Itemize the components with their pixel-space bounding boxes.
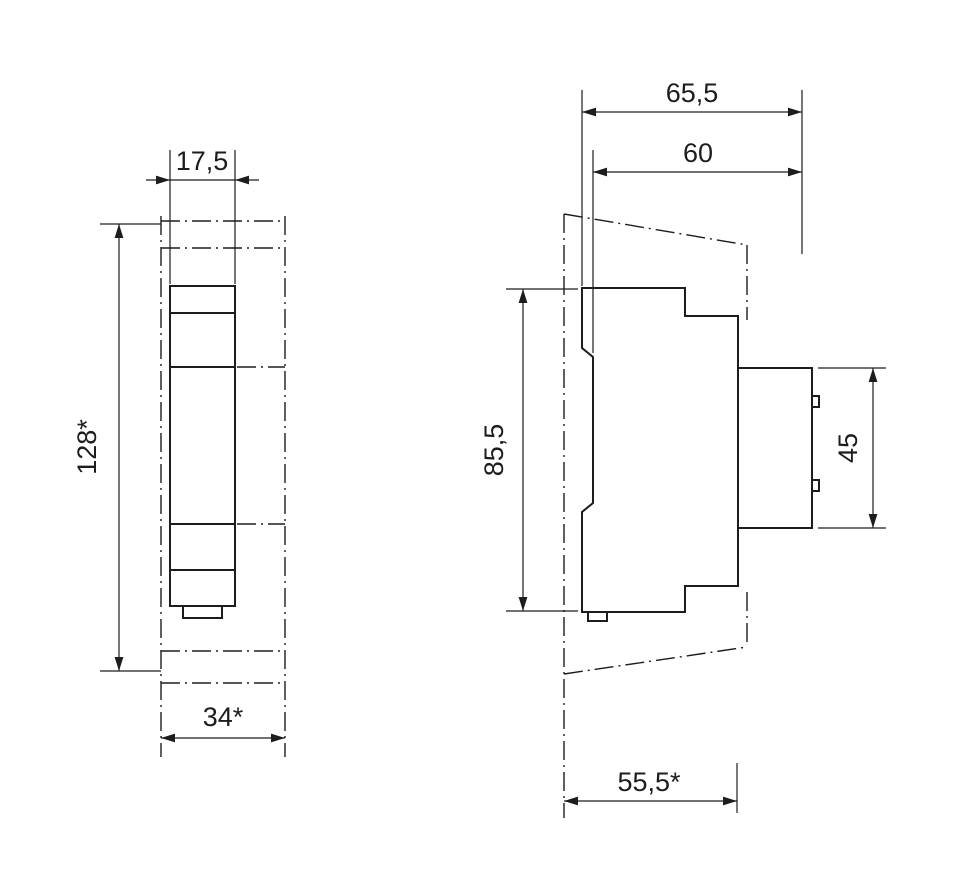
side-device-outline [581, 287, 813, 613]
arrowhead-top [518, 289, 528, 303]
arrowhead-left [593, 167, 607, 177]
front-device-body [169, 285, 236, 607]
arrowhead-left [156, 175, 170, 185]
arrowhead-top [114, 224, 124, 238]
arrowhead-bottom [518, 597, 528, 611]
dim-label-side-depth-total: 65,5 [666, 78, 719, 108]
arrowhead-right [788, 107, 802, 117]
dim-label-side-depth-inner: 60 [683, 138, 713, 168]
dim-side-depth-bottom: 55,5* [564, 763, 738, 813]
dim-front-height: 128* [72, 223, 161, 672]
side-terminal-step-upper [812, 395, 820, 408]
side-panel-cut-top [563, 213, 748, 246]
arrowhead-right [271, 733, 285, 743]
arrowhead-right [723, 796, 737, 806]
side-view: 65,5 60 85,5 [479, 78, 886, 818]
arrowhead-left [582, 107, 596, 117]
dim-side-height-terminal: 45 [818, 367, 886, 529]
dim-front-width-top: 17,5 [146, 146, 259, 284]
arrowhead-right [788, 167, 802, 177]
dim-label-front-width-bottom: 34* [203, 702, 244, 732]
dim-label-side-height-terminal: 45 [833, 433, 863, 463]
arrowhead-left [564, 796, 578, 806]
side-din-clip-bottom [587, 612, 608, 622]
dim-label-front-width-top: 17,5 [176, 146, 229, 176]
dim-label-side-height-body: 85,5 [479, 424, 509, 477]
dim-side-depth-total: 65,5 [581, 78, 803, 286]
side-terminal-step-lower [812, 479, 820, 492]
side-panel-cut-bottom [563, 646, 748, 675]
dim-label-side-depth-bottom: 55,5* [617, 767, 681, 797]
dim-front-width-bottom: 34* [161, 702, 285, 743]
arrowhead-bottom [114, 657, 124, 671]
dim-side-height-body: 85,5 [479, 288, 578, 612]
front-din-clip-tab [182, 605, 223, 619]
front-view: 17,5 128* 34* [72, 146, 286, 757]
dim-label-front-height: 128* [72, 419, 102, 475]
dim-side-depth-inner: 60 [592, 138, 802, 353]
arrowhead-top [868, 368, 878, 382]
arrowhead-bottom [868, 514, 878, 528]
arrowhead-left [161, 733, 175, 743]
arrowhead-right [235, 175, 249, 185]
